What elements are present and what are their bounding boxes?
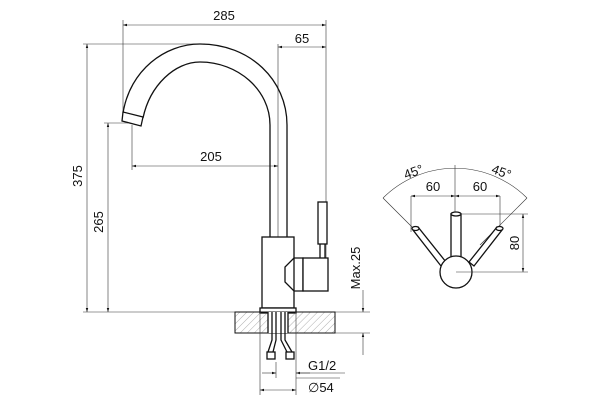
angle-right: 45° [490, 161, 514, 182]
top-view: 45° 45° 60 60 80 [382, 161, 528, 289]
faucet-body [261, 236, 295, 309]
dimension-265: 265 [91, 211, 106, 233]
hose-connector-left [266, 351, 276, 360]
travel-left-60: 60 [426, 179, 440, 194]
front-view: 285 65 205 375 265 Max.25 G1/2 [70, 8, 370, 395]
handle-center-position [450, 213, 462, 260]
dimension-max-25: Max.25 [348, 247, 363, 290]
handle-right-position [468, 226, 503, 267]
supply-hoses [267, 312, 293, 353]
dimension-285: 285 [213, 8, 235, 23]
dimension-205: 205 [200, 149, 222, 164]
travel-right-60: 60 [473, 179, 487, 194]
handle-block [302, 257, 329, 292]
spout [122, 43, 288, 237]
angle-left: 45° [402, 161, 426, 182]
handle-length-80: 80 [507, 236, 522, 250]
handle-positions [411, 211, 504, 289]
aerator [121, 111, 144, 127]
hose-connector-right [285, 351, 295, 360]
base-diameter-label: ∅54 [308, 380, 334, 395]
dimension-375: 375 [70, 165, 85, 187]
dimension-65: 65 [295, 31, 309, 46]
connection-thread-label: G1/2 [308, 358, 336, 373]
handle-left-position [412, 226, 447, 267]
lever-handle [317, 201, 328, 245]
